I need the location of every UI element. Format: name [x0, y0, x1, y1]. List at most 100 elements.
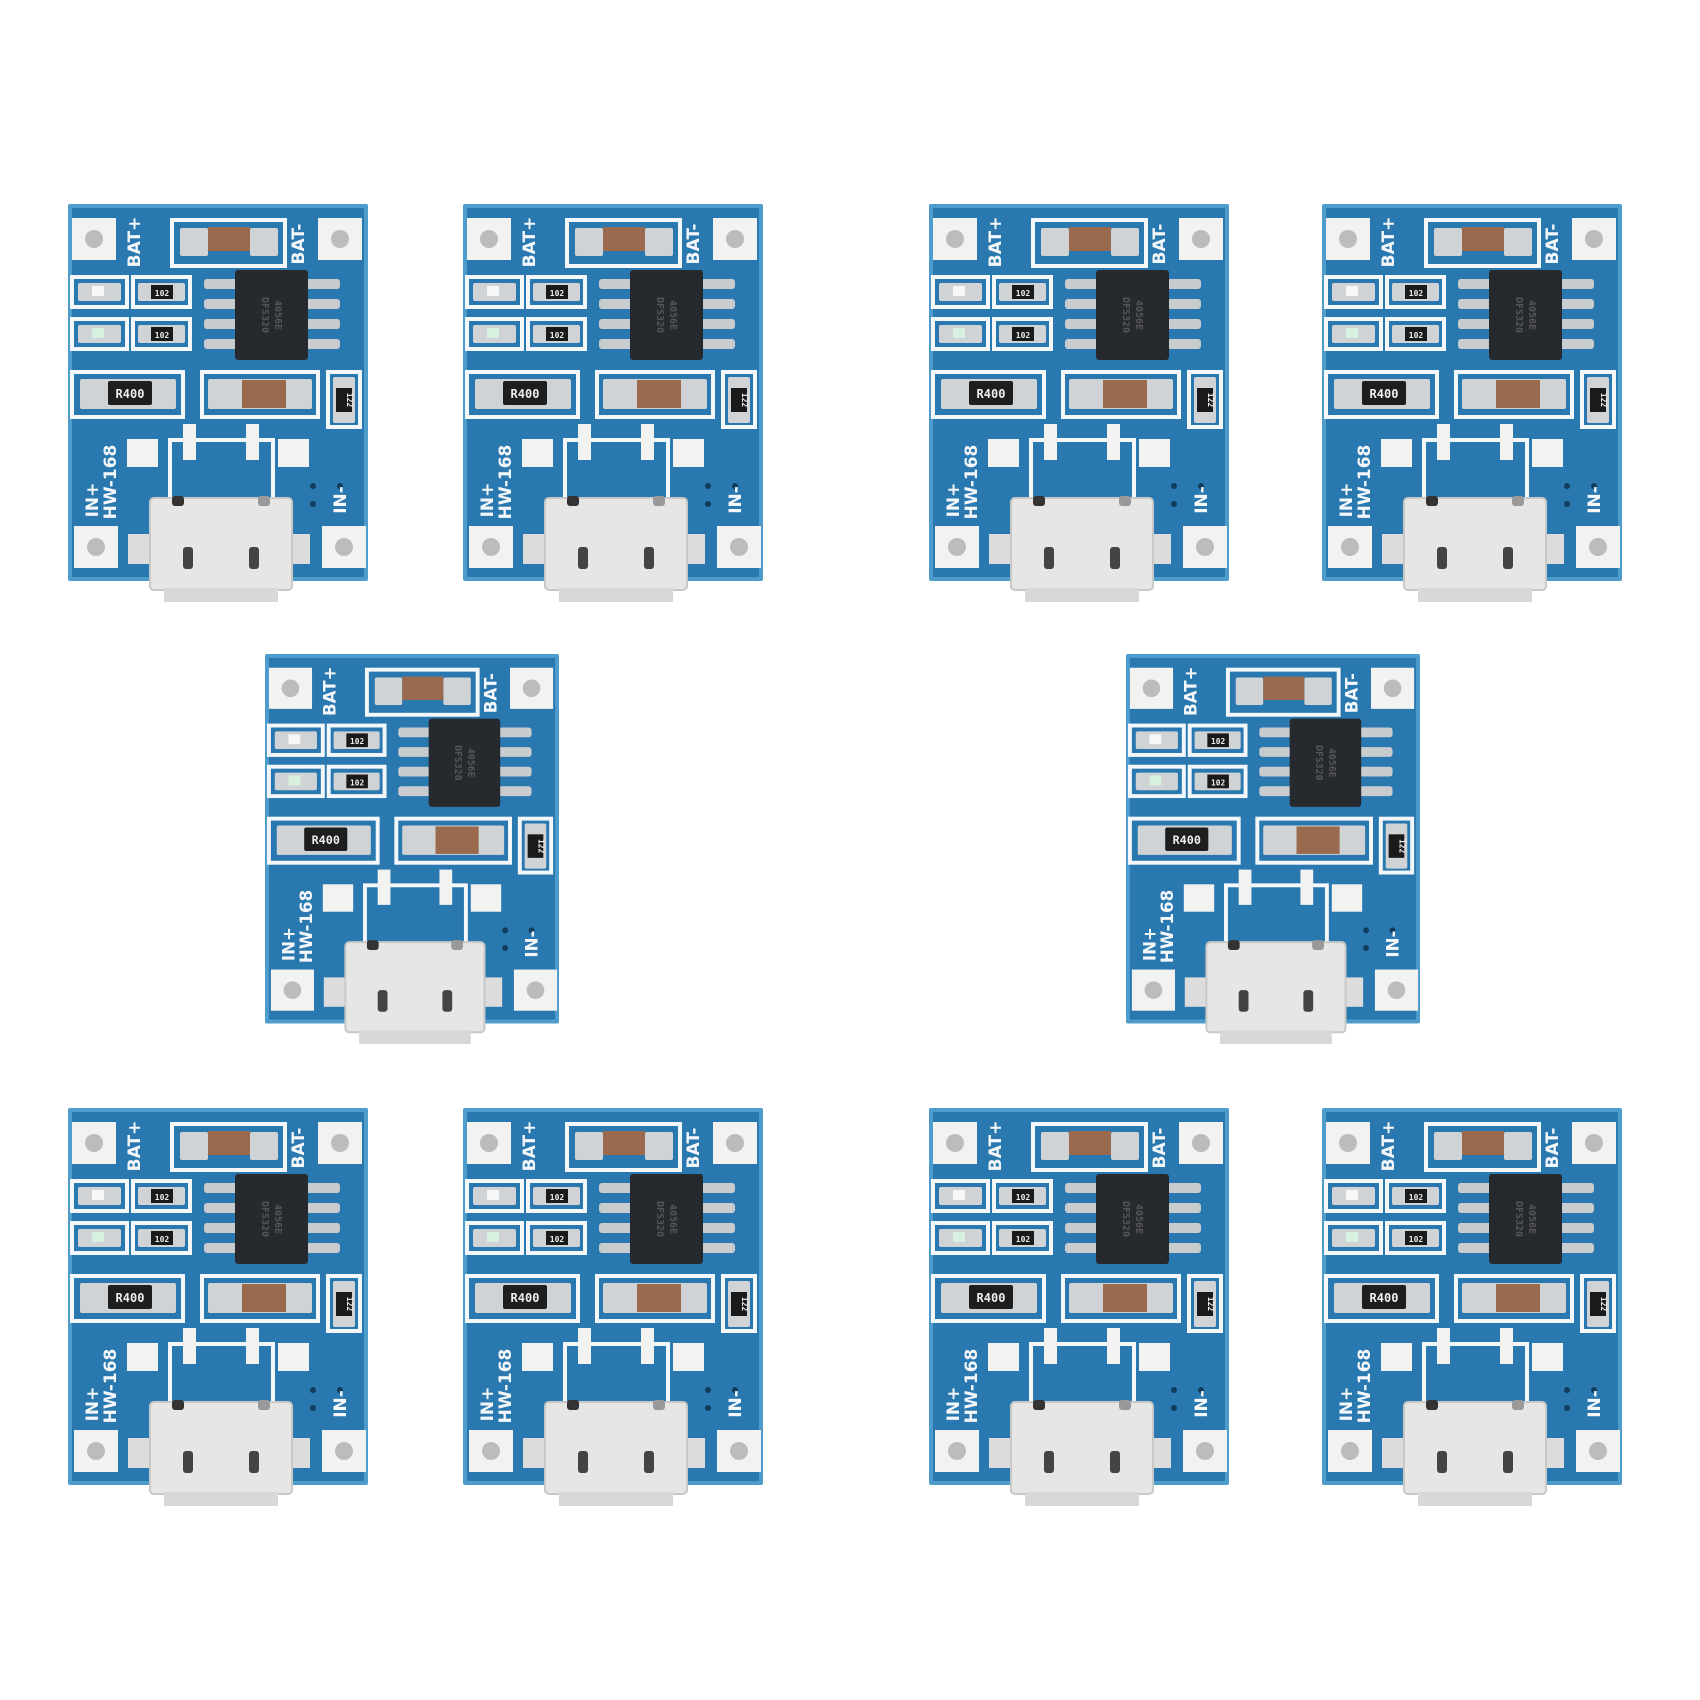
usb-slot	[1437, 547, 1447, 569]
led-lens	[953, 1232, 965, 1242]
capacitor-outline	[565, 218, 682, 268]
resistor-code: 102	[1016, 289, 1031, 298]
bat-minus-pad	[713, 218, 757, 260]
resistor-code: 102	[1409, 1235, 1424, 1244]
chip-marking-line2: DFS320	[259, 1201, 270, 1237]
usb-solder-tab	[1512, 496, 1524, 506]
usb-shell	[1403, 1401, 1547, 1495]
sense-resistor	[108, 381, 152, 405]
bat-plus-label: BAT+	[321, 666, 340, 716]
solder-pad	[250, 1132, 278, 1160]
small-resistor	[336, 1292, 352, 1316]
sense-resistor-code: R400	[511, 387, 540, 401]
chip-pin	[398, 747, 432, 757]
capacitor-outline	[1255, 816, 1373, 865]
resistor-outline	[1187, 764, 1248, 799]
chip-pin	[701, 1183, 735, 1193]
chip-pin	[1560, 1223, 1594, 1233]
bat-minus-label: BAT-	[481, 673, 500, 713]
chip-pin	[1458, 279, 1492, 289]
connector-tab	[183, 1328, 196, 1364]
mount-hole	[1589, 1442, 1607, 1460]
usb-solder-tab	[1312, 940, 1324, 950]
resistor-outline	[326, 723, 387, 757]
resistor-outline	[1385, 1221, 1446, 1255]
sense-resistor-outline	[931, 370, 1046, 419]
mount-hole	[480, 1134, 498, 1152]
mount-hole	[1196, 538, 1214, 556]
via	[1171, 1405, 1177, 1411]
via	[1363, 927, 1370, 934]
chip-pin	[1359, 766, 1393, 777]
resistor	[546, 1231, 568, 1245]
chip-marking-line1: 4056E	[1526, 1204, 1537, 1234]
mount-hole	[522, 679, 541, 698]
via	[1171, 483, 1177, 489]
capacitor-outline	[595, 1274, 715, 1323]
solder-pad	[180, 1132, 208, 1160]
in-minus-label: IN-	[1585, 1390, 1605, 1418]
charger-ic	[1289, 718, 1362, 807]
in-plus-label: IN+	[83, 1387, 103, 1422]
bat-minus-pad	[1179, 218, 1223, 260]
charger-ic	[1489, 1174, 1562, 1264]
led-lens	[1346, 328, 1358, 338]
bat-minus-pad	[713, 1122, 757, 1164]
usb-slot	[377, 990, 388, 1012]
solder-pad	[1304, 677, 1332, 705]
led-lens	[1346, 286, 1358, 296]
connector-tab	[641, 424, 654, 460]
charger-ic	[630, 270, 703, 360]
mount-hole	[85, 1134, 103, 1152]
chip-pin	[204, 1243, 238, 1253]
chip-marking-line1: 4056E	[1133, 1204, 1144, 1234]
usb-shell	[544, 1401, 688, 1495]
chip-pin	[1065, 1243, 1099, 1253]
chip-pin	[1065, 279, 1099, 289]
usb-slot	[1303, 990, 1314, 1012]
resistor-outline	[131, 1179, 192, 1213]
in-plus-pad	[270, 969, 314, 1011]
usb-lip	[164, 1492, 278, 1506]
small-resistor-outline	[1378, 816, 1415, 875]
resistor-outline	[992, 1221, 1053, 1255]
in-minus-pad	[1576, 1430, 1620, 1472]
resistor-code: 102	[1409, 289, 1424, 298]
chip-marking-line1: 4056E	[272, 300, 283, 330]
small-resistor-code: 122	[740, 393, 749, 408]
bat-minus-label: BAT-	[1150, 224, 1170, 265]
small-resistor-outline	[721, 370, 757, 429]
resistor-code: 102	[155, 331, 170, 340]
resistor	[1207, 774, 1229, 789]
usb-slot	[1437, 1451, 1447, 1473]
bat-plus-pad	[467, 218, 511, 260]
in-minus-label: IN-	[522, 930, 541, 957]
bat-minus-label: BAT-	[1543, 1128, 1563, 1169]
mount-hole	[1585, 1134, 1603, 1152]
bat-minus-pad	[1572, 1122, 1616, 1164]
chip-marking-line2: DFS320	[259, 297, 270, 333]
connector-tab	[578, 1328, 591, 1364]
led-outline	[465, 317, 524, 351]
capacitor-outline	[1454, 1274, 1574, 1323]
usb-slot	[644, 1451, 654, 1473]
capacitor	[402, 676, 444, 701]
usb-shell	[1010, 1401, 1154, 1495]
sense-resistor	[503, 1285, 547, 1309]
resistor-code: 102	[550, 289, 565, 298]
bat-minus-pad	[1179, 1122, 1223, 1164]
resistor	[546, 1189, 568, 1203]
chip-pin	[1359, 786, 1393, 797]
capacitor	[208, 227, 250, 251]
connector-tab	[1300, 869, 1314, 905]
led-lens	[1346, 1190, 1358, 1200]
charger-ic	[1489, 270, 1562, 360]
chip-pin	[306, 299, 340, 309]
led-outline	[1324, 1221, 1383, 1255]
led-outline	[70, 1221, 129, 1255]
connector-tab	[1107, 1328, 1120, 1364]
